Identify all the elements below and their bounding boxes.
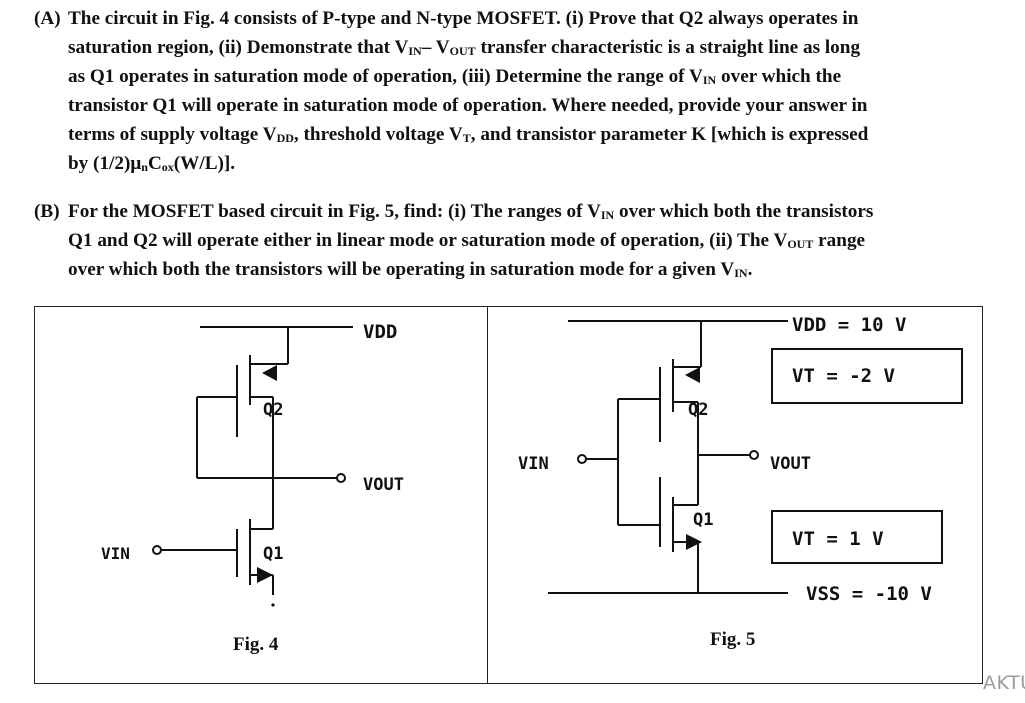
text-run: , and transistor parameter K [which is e… [470, 124, 869, 145]
text-run: Q1 and Q2 will operate either in linear … [68, 230, 788, 251]
fig4-vdd-label: VDD [363, 321, 397, 343]
text-line: saturation region, (ii) Demonstrate that… [68, 33, 860, 66]
subscript: DD [276, 131, 294, 145]
figure-4-panel: VDD Q2 VOUT VIN Q1 Fig. 4 [34, 306, 488, 684]
text-line: For the MOSFET based circuit in Fig. 5, … [68, 197, 873, 230]
text-run: . [747, 259, 753, 280]
fig5-vin-label: VIN [518, 454, 549, 474]
subscript: IN [734, 266, 748, 280]
subscript: IN [600, 208, 615, 222]
fig5-q1-label: Q1 [693, 510, 713, 530]
text-run: as Q1 operates in saturation mode of ope… [68, 66, 703, 87]
fig5-caption: Fig. 5 [710, 629, 755, 650]
question-a-label: (A) [34, 8, 61, 29]
subscript: ox [161, 160, 174, 174]
subscript: IN [408, 44, 422, 58]
text-run: C [147, 153, 162, 174]
fig5-vss-label: VSS = -10 V [806, 583, 932, 605]
text-line: over which both the transistors will be … [68, 255, 752, 288]
fig5-vt-bottom-label: VT = 1 V [792, 528, 884, 550]
text-run: transistor Q1 will operate in saturation… [68, 95, 868, 116]
question-b-label: (B) [34, 201, 60, 222]
text-run: – V [421, 37, 450, 58]
figure-4-circuit: VDD Q2 VOUT VIN Q1 Fig. 4 [101, 321, 404, 655]
figure-5-circuit: VDD = 10 V VT = -2 V Q2 VIN VOUT Q1 VT =… [518, 314, 963, 650]
fig4-vout-label: VOUT [363, 475, 404, 495]
text-line: terms of supply voltage VDD, threshold v… [68, 120, 868, 153]
text-line: by (1/2)μnCox(W/L)]. [68, 149, 235, 182]
question-a: (A) The circuit in Fig. 4 consists of P-… [34, 4, 994, 184]
watermark: AKTU [983, 672, 1025, 694]
text-run: over which the [716, 66, 842, 87]
text-line: as Q1 operates in saturation mode of ope… [68, 62, 841, 95]
text-run: terms of supply voltage V [68, 124, 277, 145]
text-line: Q1 and Q2 will operate either in linear … [68, 226, 865, 259]
text-run: over which both the transistors will be … [68, 259, 735, 280]
subscript: T [462, 131, 471, 145]
fig5-vt-top-label: VT = -2 V [792, 365, 895, 387]
text-line: The circuit in Fig. 4 consists of P-type… [68, 4, 858, 33]
text-run: For the MOSFET based circuit in Fig. 5, … [68, 201, 601, 222]
text-run: The circuit in Fig. 4 consists of P-type… [68, 8, 859, 29]
text-run: transfer characteristic is a straight li… [475, 37, 861, 58]
subscript: OUT [449, 44, 476, 58]
subscript: IN [702, 73, 717, 87]
subscript: n [141, 160, 148, 174]
text-run: saturation region, (ii) Demonstrate that… [68, 37, 409, 58]
text-run: over which both the transistors [614, 201, 874, 222]
text-run: range [813, 230, 866, 251]
fig5-q2-label: Q2 [688, 400, 708, 420]
text-line: transistor Q1 will operate in saturation… [68, 91, 867, 120]
fig4-q2-label: Q2 [263, 400, 283, 420]
figure-5-panel: VDD = 10 V VT = -2 V Q2 VIN VOUT Q1 VT =… [487, 306, 983, 684]
text-run: (W/L)]. [173, 153, 236, 174]
fig4-vin-label: VIN [101, 544, 130, 563]
fig4-q1-label: Q1 [263, 544, 283, 564]
subscript: OUT [787, 237, 814, 251]
text-run: , threshold voltage V [293, 124, 463, 145]
text-run: by (1/2)μ [68, 153, 142, 174]
question-b: (B) For the MOSFET based circuit in Fig.… [34, 197, 994, 287]
fig5-vdd-label: VDD = 10 V [792, 314, 906, 336]
fig5-vout-label: VOUT [770, 454, 811, 474]
fig4-caption: Fig. 4 [233, 634, 279, 655]
